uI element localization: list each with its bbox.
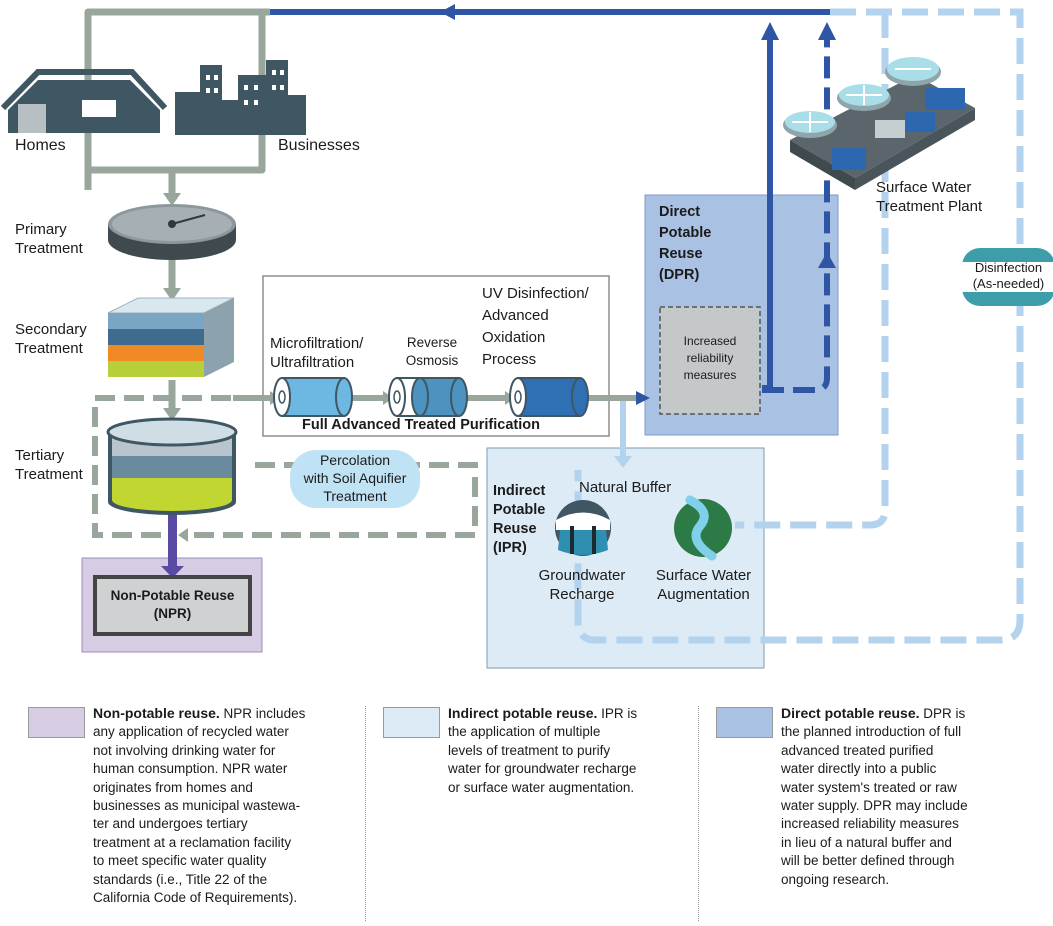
homes-icon: [0, 69, 168, 133]
businesses-label: Businesses: [278, 137, 360, 154]
gray-dashed-pipes: [92, 395, 478, 538]
dpr-up-arrow-2: [818, 22, 836, 40]
surface-water-augmentation-icon: [674, 495, 732, 561]
disinfection-label: Disinfection(As-needed): [972, 260, 1045, 291]
ipr-region: [486, 447, 765, 669]
percolation-pill: [290, 450, 420, 508]
gray-arrowheads: [163, 193, 181, 421]
legend-npr-swatch: [28, 707, 85, 738]
recirc-arrow: [178, 528, 188, 542]
legend-dpr-swatch: [716, 707, 773, 738]
legend-separator-2: [698, 706, 699, 921]
reverse-osmosis-filter-icon: [388, 377, 468, 417]
secondary-cube-icon: [107, 297, 235, 377]
natural-buffer-label: Natural Buffer: [579, 479, 672, 496]
legend-ipr-text: Indirect potable reuse. IPR is the appli…: [448, 705, 638, 795]
microfiltration-filter-icon: [273, 377, 353, 417]
npr-label: Non-Potable Reuse(NPR): [110, 588, 235, 621]
top-flow-arrow: [440, 4, 455, 20]
npr-pipe: [168, 505, 177, 570]
dpr-up-arrow-3: [818, 252, 836, 268]
legend-dpr-text: Direct potable reuse. DPR is the planned…: [781, 705, 968, 887]
microfiltration-label: Microfiltration/Ultrafiltration: [270, 335, 364, 371]
legend-separator-1: [365, 706, 366, 921]
primary-clarifier-icon: [108, 204, 236, 260]
businesses-icon: [175, 60, 306, 135]
business-windows: [206, 70, 284, 105]
light-blue-dashed-lines: [574, 8, 1024, 644]
dpr-to-plant-line: [762, 30, 830, 393]
dpr-up-arrow-1: [761, 22, 779, 40]
npr-arrow: [161, 566, 184, 578]
npr-inner-box: [93, 575, 252, 636]
uv-filter-icon: [509, 377, 589, 417]
groundwater-recharge-icon: [555, 500, 611, 556]
homes-label: Homes: [15, 137, 66, 154]
tertiary-tank-icon: [106, 417, 238, 515]
full-advanced-label: Full Advanced Treated Purification: [302, 417, 540, 433]
increased-reliability-box: [659, 306, 761, 415]
legend-npr-text: Non-potable reuse. NPR includes any appl…: [93, 705, 306, 906]
disinfection-pill: [962, 248, 1053, 306]
legend-ipr-swatch: [383, 707, 440, 738]
surface-water-treatment-plant-icon: [783, 57, 975, 190]
ipr-feed-arrow: [614, 456, 632, 468]
dpr-entry-arrow: [636, 391, 650, 405]
